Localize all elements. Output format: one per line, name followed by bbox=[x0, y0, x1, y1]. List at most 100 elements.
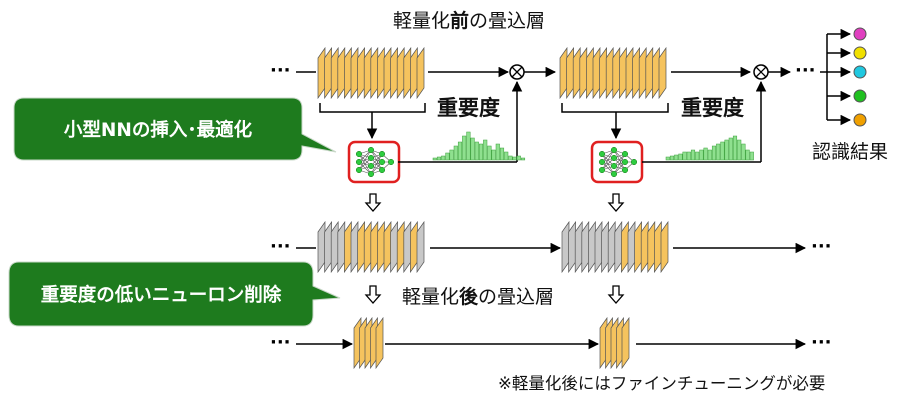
finetune-note: ※軽量化後にはファインチューニングが必要 bbox=[498, 374, 826, 393]
conv-layer-after-1 bbox=[353, 316, 384, 370]
conv-layer-after-2 bbox=[599, 316, 630, 370]
histogram-bar bbox=[745, 149, 750, 161]
histogram-bar bbox=[466, 131, 471, 161]
feature-map-sheet bbox=[324, 46, 332, 100]
feature-map-sheet bbox=[605, 46, 614, 100]
feature-map-sheet bbox=[612, 46, 621, 100]
feature-map-sheet bbox=[410, 220, 418, 274]
feature-map-sheet bbox=[607, 220, 616, 274]
result-class-dot bbox=[853, 27, 867, 41]
feature-map-sheet bbox=[586, 46, 594, 100]
feature-map-sheet bbox=[581, 220, 590, 274]
feature-map-sheet bbox=[370, 46, 379, 100]
feature-map-sheet bbox=[396, 220, 405, 274]
feature-map-sheet bbox=[363, 220, 372, 274]
histogram-bar bbox=[716, 143, 721, 161]
callout-delete-shape bbox=[8, 261, 341, 327]
feature-map-sheet bbox=[357, 46, 365, 100]
feature-map-sheet bbox=[370, 220, 379, 274]
callout-insert-text: 小型NNの挿入･最適化 bbox=[63, 120, 253, 141]
result-class-dot bbox=[853, 89, 867, 103]
feature-map-sheet bbox=[377, 46, 385, 100]
histogram-bar bbox=[487, 145, 492, 161]
feature-map-sheet bbox=[660, 220, 669, 274]
result-class-dot bbox=[853, 113, 867, 127]
feature-map-sheet bbox=[621, 220, 629, 274]
histogram-bar bbox=[728, 137, 733, 161]
histogram-bar bbox=[749, 151, 754, 161]
feature-map-sheet bbox=[330, 46, 339, 100]
importance-histogram-1 bbox=[432, 131, 526, 161]
feature-map-sheet bbox=[416, 46, 425, 100]
feature-map-sheet bbox=[638, 46, 647, 100]
conv-layer-before-2 bbox=[559, 46, 667, 100]
feature-map-sheet bbox=[627, 220, 636, 274]
feature-map-sheet bbox=[566, 46, 574, 100]
histogram-bar bbox=[520, 157, 526, 161]
feature-map-sheet bbox=[579, 46, 588, 100]
layer-row-scored: ··· ··· bbox=[270, 220, 832, 274]
feature-map-sheet bbox=[317, 220, 326, 274]
histogram-bar bbox=[478, 143, 484, 161]
feature-map-sheet bbox=[403, 220, 412, 274]
feature-map-sheet bbox=[619, 46, 627, 100]
feature-map-sheet bbox=[592, 46, 601, 100]
histogram-bar bbox=[737, 139, 742, 161]
down-arrow bbox=[364, 285, 382, 304]
feature-map-sheet bbox=[559, 46, 568, 100]
feature-map-sheet bbox=[324, 220, 332, 274]
feature-map-sheet bbox=[317, 46, 326, 100]
histogram-bar bbox=[453, 145, 458, 161]
histogram-bar bbox=[711, 145, 717, 161]
small-nn-2 bbox=[590, 140, 644, 184]
result-class-dot bbox=[853, 65, 867, 79]
conv-layer-scored-1 bbox=[317, 220, 425, 274]
svg-text:···: ··· bbox=[811, 236, 832, 257]
feature-map-sheet bbox=[396, 46, 405, 100]
feature-map-sheet bbox=[594, 220, 603, 274]
feature-map-sheet bbox=[377, 220, 385, 274]
feature-map-sheet bbox=[654, 220, 662, 274]
layer-row-before: ··· ··· bbox=[270, 46, 816, 100]
histogram-bar bbox=[669, 155, 675, 161]
feature-map-sheet bbox=[375, 316, 384, 370]
callout-delete-text: 重要度の低いニューロン削除 bbox=[40, 285, 282, 306]
ellipsis-left: ··· bbox=[270, 60, 291, 81]
feature-map-sheet bbox=[403, 46, 412, 100]
feature-map-sheet bbox=[390, 220, 398, 274]
feature-map-sheet bbox=[344, 46, 352, 100]
histogram-bar bbox=[512, 156, 517, 161]
svg-text:···: ··· bbox=[270, 236, 291, 257]
layer-row-after: ··· ··· bbox=[270, 316, 832, 370]
histogram-bar bbox=[474, 141, 479, 161]
histogram-bar bbox=[665, 156, 670, 161]
feature-map-sheet bbox=[640, 220, 649, 274]
histogram-bar bbox=[686, 151, 691, 161]
histogram-bar bbox=[732, 135, 738, 161]
conv-layer-before-1 bbox=[317, 46, 425, 100]
histogram-bar bbox=[703, 147, 708, 161]
callout-insert-shape bbox=[13, 97, 337, 161]
down-arrow bbox=[607, 285, 625, 304]
feature-map-sheet bbox=[410, 46, 418, 100]
histogram-bar bbox=[516, 155, 521, 161]
histogram-bar bbox=[462, 135, 467, 161]
feature-map-sheet bbox=[337, 46, 346, 100]
feature-map-sheet bbox=[588, 220, 596, 274]
svg-text:···: ··· bbox=[270, 332, 291, 353]
feature-map-sheet bbox=[599, 46, 607, 100]
bracket-2 bbox=[561, 103, 669, 140]
title-before-compression: 軽量化前の畳込層 bbox=[393, 10, 546, 32]
svg-text:···: ··· bbox=[811, 332, 832, 353]
histogram-bar bbox=[682, 151, 687, 161]
bracket-1 bbox=[319, 103, 426, 140]
histogram-bar bbox=[707, 149, 712, 161]
feature-map-sheet bbox=[601, 220, 609, 274]
feature-map-sheet bbox=[330, 220, 339, 274]
feature-map-sheet bbox=[383, 220, 392, 274]
title-after-compression: 軽量化後の畳込層 bbox=[402, 286, 555, 308]
histogram-bar bbox=[483, 139, 488, 161]
recognition-result-label: 認識結果 bbox=[812, 141, 889, 163]
